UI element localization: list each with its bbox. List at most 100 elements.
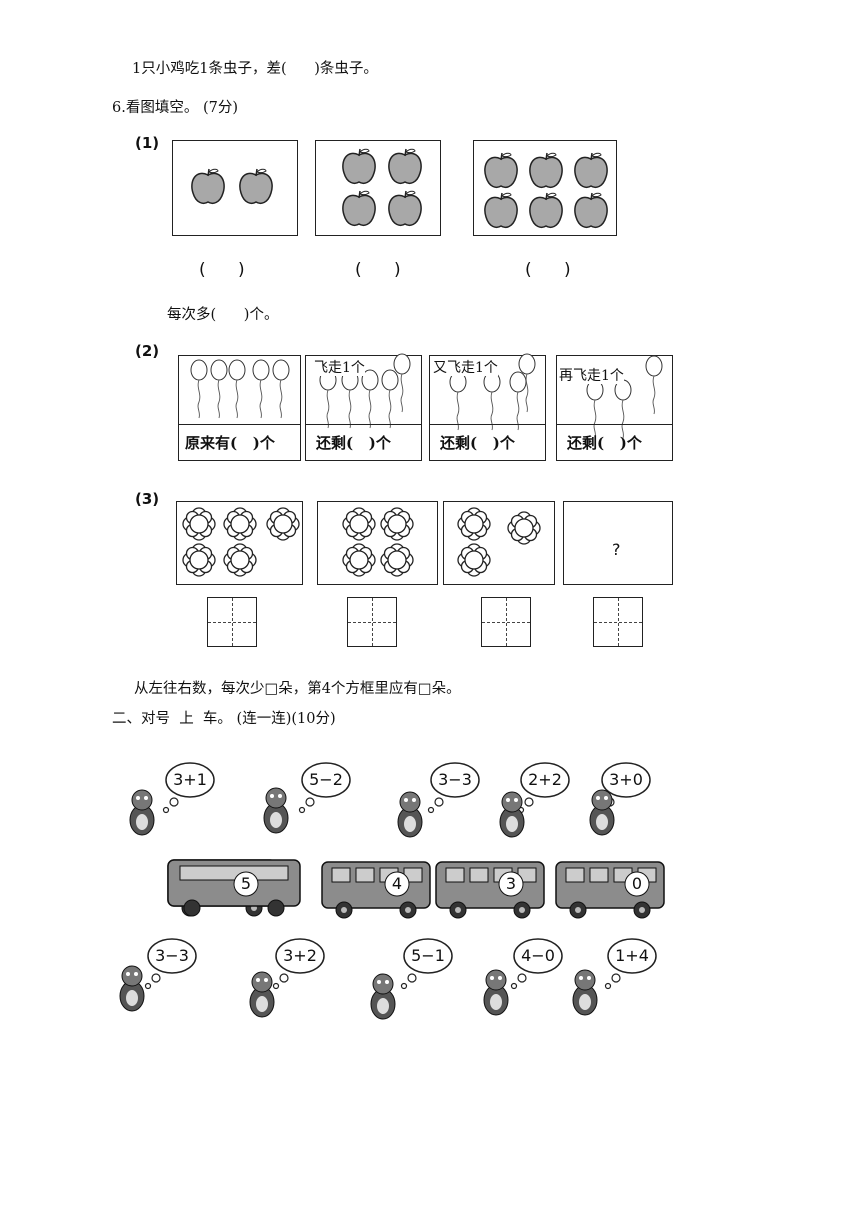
part-2-label: (2) (135, 342, 160, 360)
answer-grid-4[interactable] (593, 597, 643, 647)
apple-icon (484, 152, 518, 189)
bottom-expression-4: 4−0 (521, 946, 555, 965)
flower-group (457, 507, 541, 577)
apple-group (191, 168, 273, 205)
caption-remain-1: 还剩( )个 (316, 434, 391, 452)
rabbit-icon (263, 787, 289, 834)
balloon-icon (210, 359, 228, 419)
balloon-icon (509, 371, 527, 431)
answer-grid-3[interactable] (481, 597, 531, 647)
bottom-expression-2: 3+2 (283, 946, 317, 965)
balloon-group (190, 359, 290, 419)
section-2-title: 二、对号 上 车。 (连一连)(10分) (112, 711, 336, 727)
flower-box-1 (176, 501, 303, 585)
part-3-sentence: 从左往右数，每次少□朵，第4个方框里应有□朵。 (134, 681, 461, 697)
flower-box-3 (443, 501, 555, 585)
balloon-icon (341, 369, 359, 429)
balloon-box-4: 再飞走1个 还剩( )个 (556, 355, 673, 461)
bus-number-2[interactable]: 4 (391, 874, 403, 893)
bottom-expression-1: 3−3 (155, 946, 189, 965)
flower-icon (182, 507, 216, 541)
answer-blank-1[interactable]: ( ) (199, 260, 245, 280)
top-expression-3: 3−3 (438, 770, 472, 789)
monkey-icon (499, 791, 525, 838)
caption-original: 原来有( )个 (185, 434, 275, 452)
apple-box-3 (473, 140, 617, 236)
bus-icon (321, 861, 431, 919)
flower-icon (380, 543, 414, 577)
apple-icon (191, 168, 225, 205)
flower-icon (342, 507, 376, 541)
balloon-group (586, 355, 663, 439)
flew-away-1: 飞走1个 (314, 360, 365, 376)
caption-remain-3: 还剩( )个 (567, 434, 642, 452)
balloon-icon (381, 369, 399, 429)
apple-icon (388, 190, 422, 227)
apple-icon (342, 190, 376, 227)
balloon-box-3: 又飞走1个 还剩( )个 (429, 353, 546, 461)
bus-number-4[interactable]: 0 (631, 874, 643, 893)
bottom-expression-3: 5−1 (411, 946, 445, 965)
each-time-more: 每次多( )个。 (167, 307, 279, 323)
bottom-expression-5: 1+4 (615, 946, 649, 965)
giraffe-icon (572, 969, 598, 1016)
apple-icon (529, 192, 563, 229)
apple-group (484, 152, 608, 229)
skunk-icon (119, 965, 145, 1012)
flower-icon (266, 507, 300, 541)
matching-illustration (119, 762, 665, 1020)
flower-icon (380, 507, 414, 541)
balloon-icon (361, 369, 379, 429)
balloon-box-1: 原来有( )个 (178, 355, 301, 461)
part-3-label: (3) (135, 490, 160, 508)
balloon-icon (190, 359, 208, 419)
flower-group (342, 507, 414, 577)
apple-icon (342, 148, 376, 185)
flower-box-2 (317, 501, 438, 585)
answer-grid-2[interactable] (347, 597, 397, 647)
top-expression-1: 3+1 (173, 770, 207, 789)
answer-blank-3[interactable]: ( ) (525, 260, 571, 280)
bus-number-circle (233, 871, 259, 897)
apple-box-1 (172, 140, 298, 236)
flower-icon (342, 543, 376, 577)
question-mark: ? (612, 540, 621, 559)
apple-icon (574, 152, 608, 189)
balloon-icon (252, 359, 270, 419)
flower-icon (223, 507, 257, 541)
apple-icon (529, 152, 563, 189)
flew-away-2: 又飞走1个 (433, 360, 498, 376)
balloon-box-2: 飞走1个 还剩( )个 (305, 353, 422, 461)
squirrel-icon (129, 789, 155, 836)
apple-icon (239, 168, 273, 205)
balloon-icon (645, 355, 663, 415)
balloon-icon (228, 359, 246, 419)
caption-remain-2: 还剩( )个 (440, 434, 515, 452)
bus-number-3[interactable]: 3 (505, 874, 517, 893)
balloon-icon (272, 359, 290, 419)
bus-number-circle (384, 871, 410, 897)
answer-blank-2[interactable]: ( ) (355, 260, 401, 280)
bus-number-1[interactable]: 5 (240, 874, 252, 893)
balloon-icon (586, 379, 604, 439)
flower-icon (457, 543, 491, 577)
top-expression-5: 3+0 (609, 770, 643, 789)
balloon-icon (449, 371, 467, 431)
flower-icon (457, 507, 491, 541)
bus-icon (435, 861, 545, 919)
cat-icon (370, 973, 396, 1020)
balloon-icon (483, 371, 501, 431)
flower-group (182, 507, 300, 577)
question-6-title: 6.看图填空。 (7分) (112, 100, 238, 116)
top-expression-4: 2+2 (528, 770, 562, 789)
answer-grid-1[interactable] (207, 597, 257, 647)
raccoon-icon (589, 789, 615, 836)
hedgehog-icon (397, 791, 423, 838)
balloon-icon (614, 379, 632, 439)
apple-icon (388, 148, 422, 185)
apple-box-2 (315, 140, 441, 236)
apple-icon (484, 192, 518, 229)
flower-icon (223, 543, 257, 577)
flew-away-3: 再飞走1个 (559, 368, 624, 384)
deer-icon (483, 969, 509, 1016)
